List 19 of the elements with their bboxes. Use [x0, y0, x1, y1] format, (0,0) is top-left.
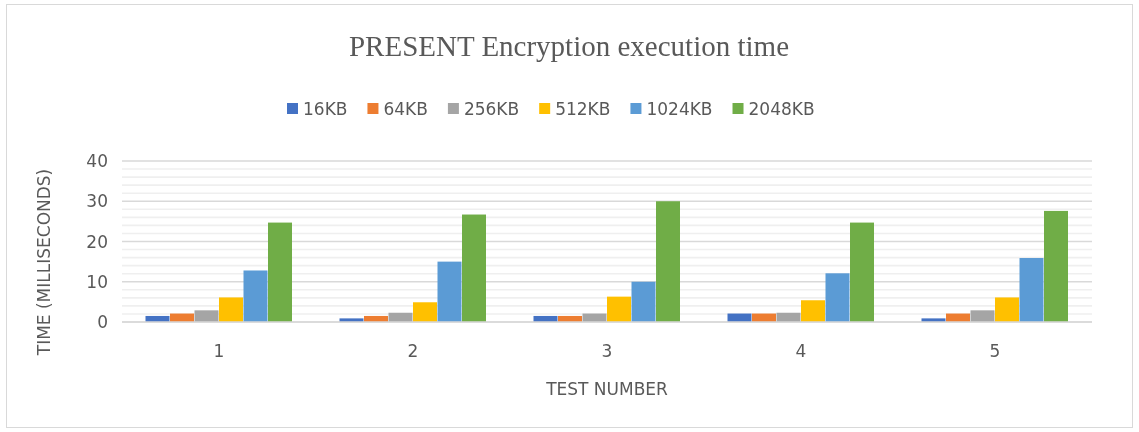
legend-label: 2048KB	[748, 99, 815, 119]
x-axis-title: TEST NUMBER	[546, 379, 668, 399]
legend-label: 256KB	[463, 99, 520, 119]
y-tick-label: 10	[86, 271, 108, 292]
y-tick-label: 30	[86, 191, 108, 212]
x-tick-label: 5	[989, 341, 1001, 361]
chart-title: PRESENT Encryption execution time	[349, 30, 789, 62]
y-tick-label: 0	[97, 312, 108, 332]
x-tick-label: 2	[407, 341, 419, 361]
legend-label: 16KB	[303, 99, 348, 119]
legend-label: 512KB	[555, 99, 611, 119]
legend-label: 64KB	[383, 99, 428, 119]
x-tick-label: 1	[213, 341, 225, 361]
x-tick-label: 3	[601, 341, 613, 361]
y-tick-label: 40	[86, 151, 108, 171]
x-tick-label: 4	[795, 341, 807, 361]
y-tick-label: 20	[86, 231, 108, 252]
y-axis-title: TIME (MILLISECONDS)	[34, 168, 54, 356]
legend-label: 1024KB	[646, 99, 713, 119]
